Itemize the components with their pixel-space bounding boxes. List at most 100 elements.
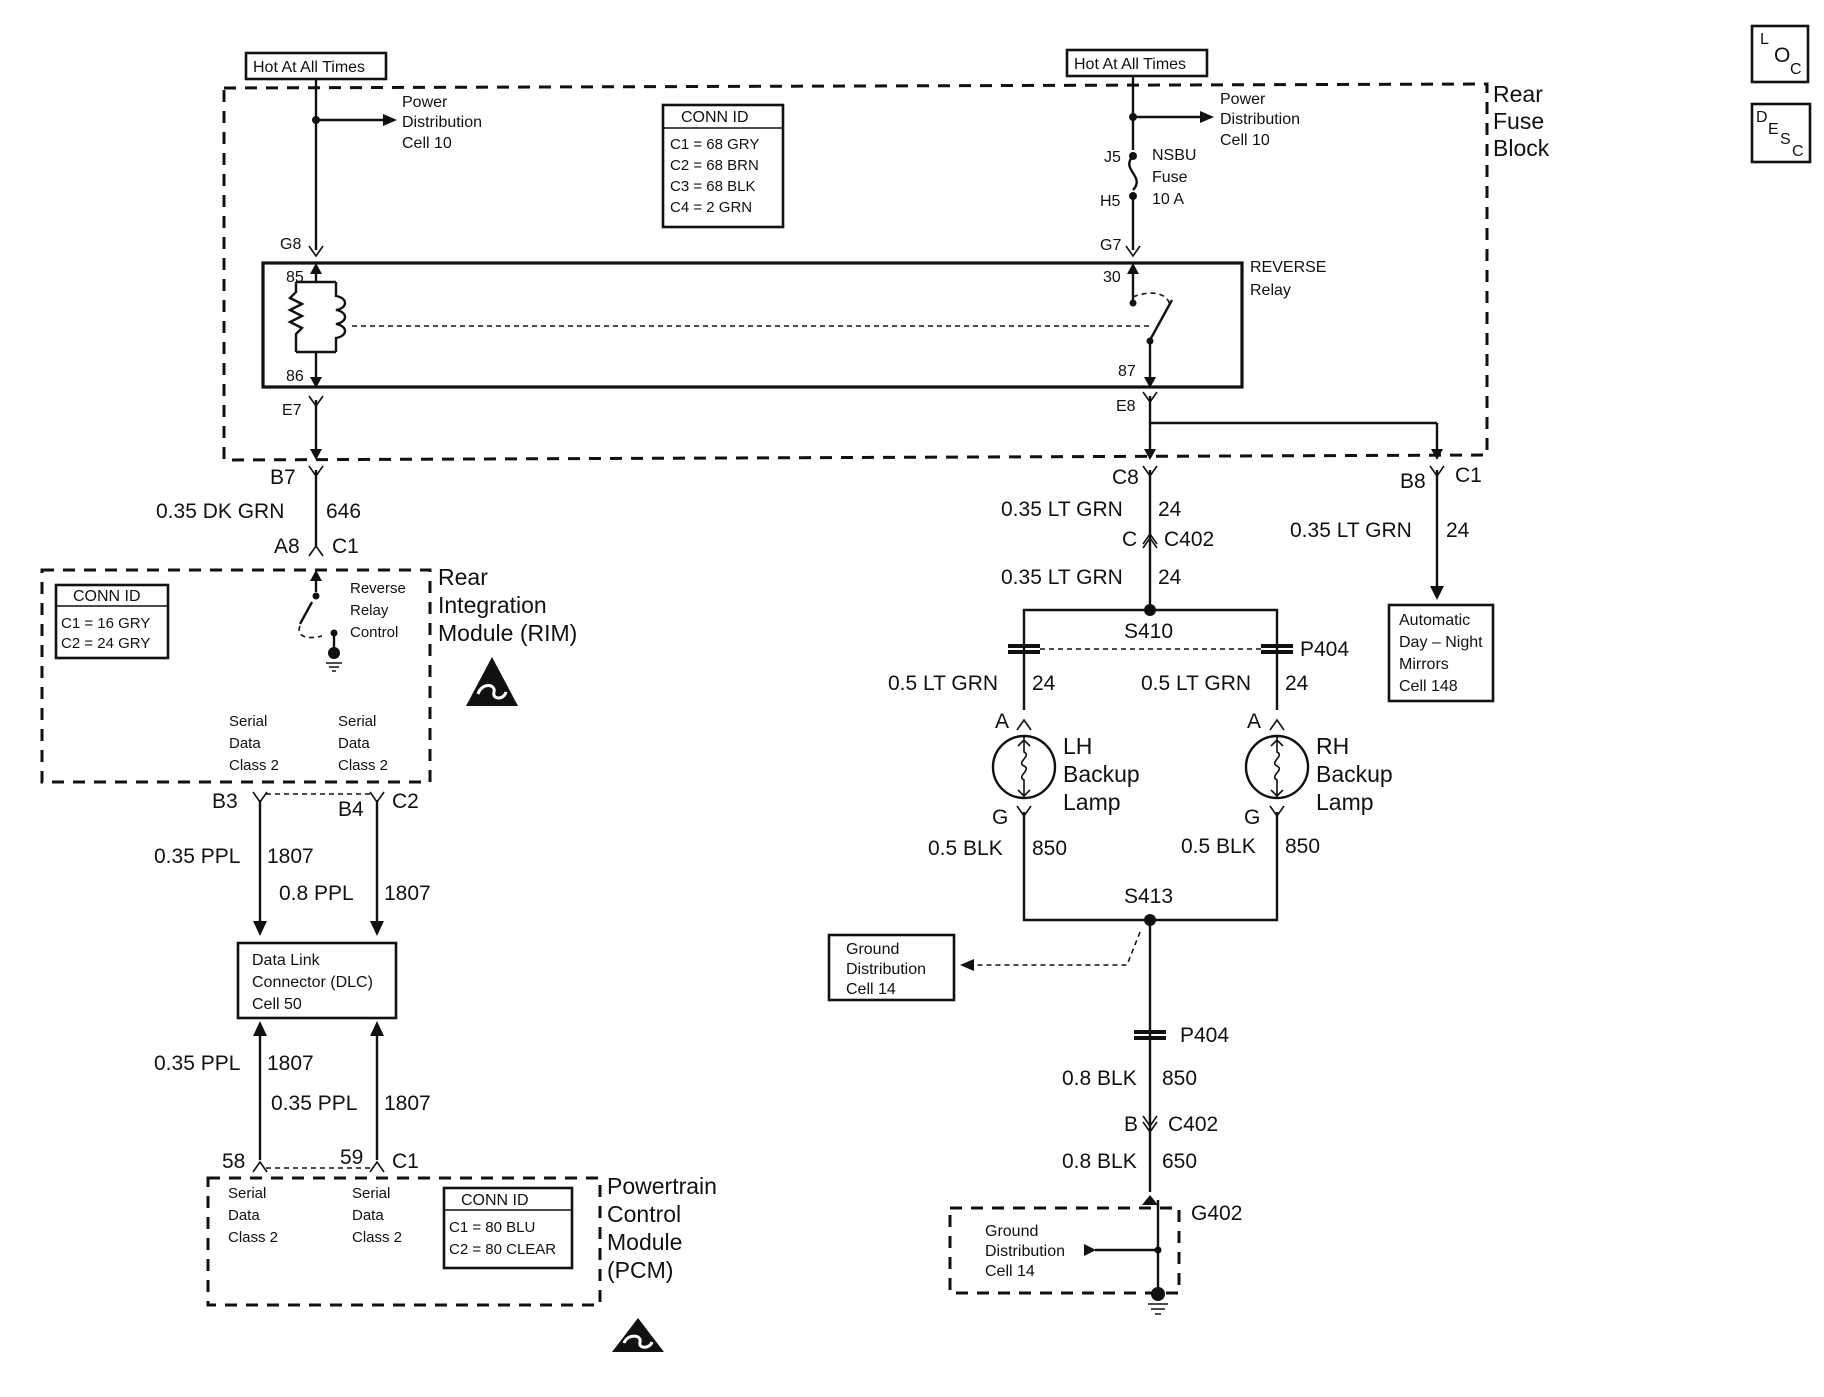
svg-text:10 A: 10 A xyxy=(1152,191,1184,208)
svg-text:LH: LH xyxy=(1063,733,1092,759)
loc-icon[interactable]: L O C xyxy=(1750,24,1810,84)
c8-arrow-top xyxy=(1144,449,1156,460)
pin-86: 86 xyxy=(286,368,304,385)
svg-text:D: D xyxy=(1756,109,1768,126)
ground-dist-1-arrow xyxy=(960,959,974,971)
dlc-arrow-c xyxy=(253,1021,267,1036)
rim-switch-top-contact xyxy=(312,592,320,600)
conn-id-pcm: CONN ID C1 = 80 BLU C2 = 80 CLEAR xyxy=(442,1186,574,1270)
relay-contact-30 xyxy=(1129,299,1137,307)
svg-text:Integration: Integration xyxy=(438,592,547,618)
svg-text:Control: Control xyxy=(607,1201,681,1227)
pin-a8: A8 xyxy=(274,535,300,558)
pin-b8: B8 xyxy=(1400,470,1426,493)
wire-850-gauge: 0.8 BLK xyxy=(1062,1067,1137,1090)
hot-at-all-times-right: Hot At All Times xyxy=(1065,48,1209,78)
svg-text:Serial: Serial xyxy=(229,713,267,730)
svg-text:Module: Module xyxy=(607,1229,682,1255)
g402-ground-outline xyxy=(948,1206,1181,1295)
wire-850-lh-circuit: 850 xyxy=(1032,837,1067,860)
svg-text:Day – Night: Day – Night xyxy=(1399,634,1483,651)
rear-fuse-block-label: Rear Fuse Block xyxy=(1493,81,1550,161)
rim-serial-data-b: Serial Data Class 2 xyxy=(338,713,388,774)
wire-1807-c-gauge: 0.35 PPL xyxy=(154,1052,240,1075)
svg-text:Module (RIM): Module (RIM) xyxy=(438,620,577,646)
nsbu-fuse-label: NSBU Fuse 10 A xyxy=(1152,147,1196,208)
svg-text:Relay: Relay xyxy=(1250,282,1291,299)
pin-g402: G402 xyxy=(1191,1202,1242,1225)
right-power-distribution-label: Power Distribution Cell 10 xyxy=(1220,91,1300,149)
svg-text:Data Link: Data Link xyxy=(252,952,321,969)
b7-arrow-top xyxy=(310,449,322,460)
pin-g8: G8 xyxy=(280,236,301,253)
pin-c1-pcm: C1 xyxy=(392,1150,419,1173)
svg-text:CONN ID: CONN ID xyxy=(681,109,749,126)
svg-text:S: S xyxy=(1780,131,1791,148)
svg-text:Relay: Relay xyxy=(350,602,389,619)
p404-top-rh xyxy=(1261,644,1293,654)
wire-1807-d-gauge: 0.35 PPL xyxy=(271,1092,357,1115)
svg-text:C2 = 68 BRN: C2 = 68 BRN xyxy=(670,157,759,174)
svg-text:O: O xyxy=(1774,44,1790,67)
svg-text:Fuse: Fuse xyxy=(1493,108,1544,134)
wire-1807-b-gauge: 0.8 PPL xyxy=(279,882,354,905)
reverse-relay-box xyxy=(261,261,1244,389)
pcm-serial-data-b: Serial Data Class 2 xyxy=(352,1185,402,1246)
svg-text:C2 = 24 GRY: C2 = 24 GRY xyxy=(61,635,150,652)
pin-87: 87 xyxy=(1118,363,1136,380)
svg-text:Lamp: Lamp xyxy=(1316,789,1374,815)
svg-text:Fuse: Fuse xyxy=(1152,169,1188,186)
pin-c402: C402 xyxy=(1164,528,1214,551)
wire-24-rh-gauge: 0.5 LT GRN xyxy=(1141,672,1251,695)
svg-text:Mirrors: Mirrors xyxy=(1399,656,1449,673)
desc-icon[interactable]: D E S C xyxy=(1750,102,1812,164)
svg-text:Cell 50: Cell 50 xyxy=(252,996,302,1013)
svg-text:(PCM): (PCM) xyxy=(607,1257,673,1283)
svg-text:C: C xyxy=(1790,61,1802,78)
dlc-arrow-d xyxy=(370,1021,384,1036)
svg-text:C3 = 68 BLK: C3 = 68 BLK xyxy=(670,178,755,195)
wire-850-circuit: 850 xyxy=(1162,1067,1197,1090)
pin-c8: C8 xyxy=(1112,466,1139,489)
svg-text:C: C xyxy=(1792,143,1804,160)
svg-text:Automatic: Automatic xyxy=(1399,612,1470,629)
pcm-module-outline xyxy=(206,1176,602,1307)
svg-text:NSBU: NSBU xyxy=(1152,147,1196,164)
wire-24-b-circuit: 24 xyxy=(1158,566,1182,589)
svg-text:C1 = 16 GRY: C1 = 16 GRY xyxy=(61,615,150,632)
svg-text:Data: Data xyxy=(338,735,370,752)
svg-text:REVERSE: REVERSE xyxy=(1250,259,1326,276)
wire-24-a-circuit: 24 xyxy=(1158,498,1182,521)
esd-warning-icon-pcm xyxy=(612,1318,664,1352)
svg-text:Lamp: Lamp xyxy=(1063,789,1121,815)
svg-text:C1 = 80 BLU: C1 = 80 BLU xyxy=(449,1219,535,1236)
pin-30-arrow xyxy=(1127,263,1139,274)
svg-text:Class 2: Class 2 xyxy=(338,757,388,774)
ground-dist-2-arrow xyxy=(1084,1244,1096,1256)
wire-1807-a-circuit: 1807 xyxy=(267,845,314,868)
rear-fuse-block-outline xyxy=(222,82,1489,462)
svg-text:Ground: Ground xyxy=(985,1223,1038,1240)
wire-24-c-circuit: 24 xyxy=(1446,519,1470,542)
wire-850-rh-circuit: 850 xyxy=(1285,835,1320,858)
nsbu-fuse-icon xyxy=(1128,155,1138,191)
mirror-arrow xyxy=(1430,586,1444,600)
pin-59-connector-icon xyxy=(369,1160,385,1173)
conn-id-fuse-block: CONN ID C1 = 68 GRY C2 = 68 BRN C3 = 68 … xyxy=(661,103,785,229)
hot-at-all-times-left: Hot At All Times xyxy=(244,51,388,81)
pin-87-arrow xyxy=(1144,377,1156,388)
pin-86-arrow xyxy=(310,377,322,388)
pin-a-rh: A xyxy=(1247,710,1261,733)
pin-b4: B4 xyxy=(338,798,364,821)
esd-warning-icon-rim xyxy=(466,657,518,706)
pin-b7: B7 xyxy=(270,466,296,489)
ground-dist-1-link xyxy=(972,931,1141,966)
wire-24-rh-circuit: 24 xyxy=(1285,672,1309,695)
svg-text:Data: Data xyxy=(229,735,261,752)
pin-c1-fuse-block: C1 xyxy=(1455,464,1482,487)
pin-e7: E7 xyxy=(282,402,302,419)
svg-text:L: L xyxy=(1760,31,1769,48)
s410-split-wire xyxy=(1022,608,1279,710)
wire-850-rh-gauge: 0.5 BLK xyxy=(1181,835,1256,858)
